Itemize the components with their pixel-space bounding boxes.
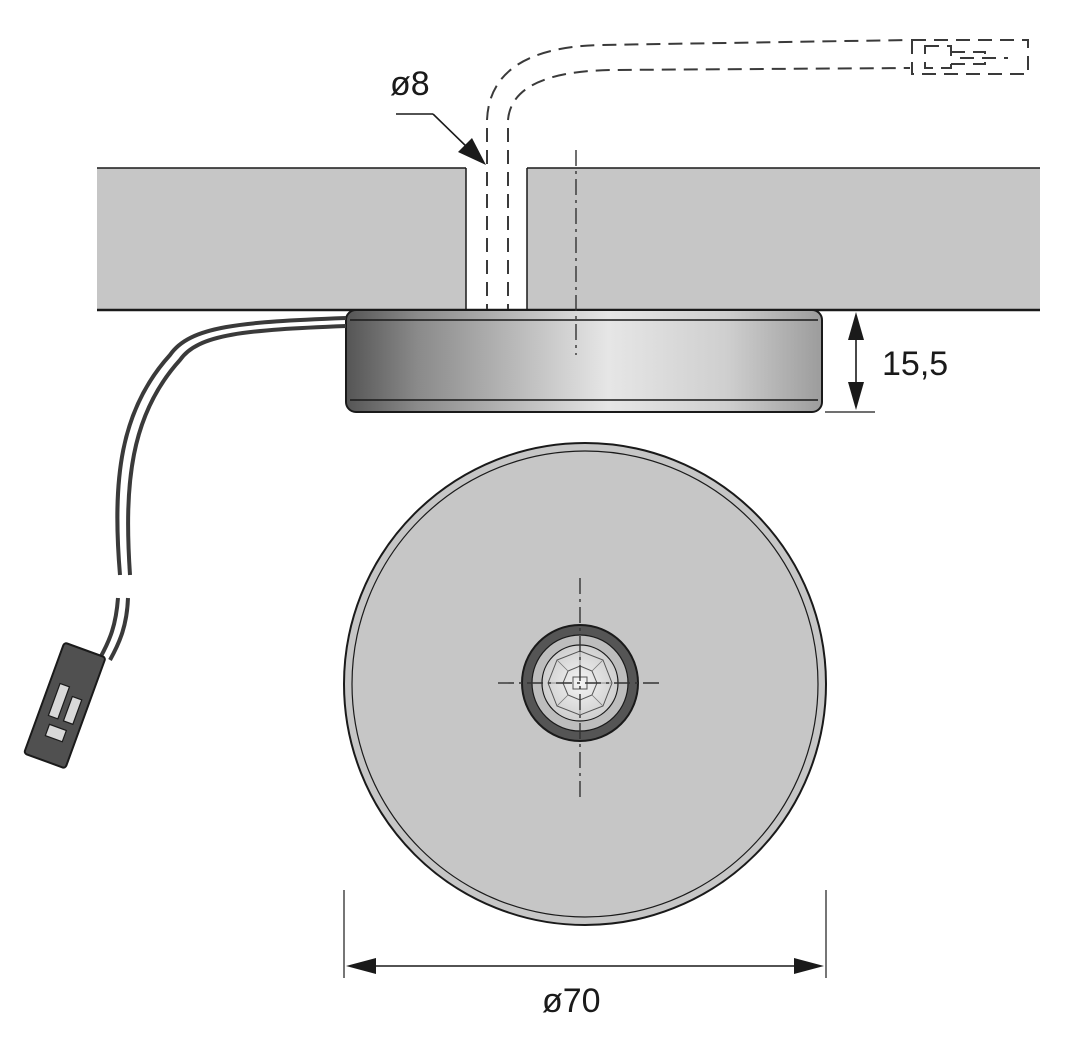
panel-right	[527, 168, 1040, 310]
hole-diameter-dimension: ø8	[390, 65, 486, 165]
hidden-cable	[486, 39, 1029, 318]
outer-diameter-dimension: ø70	[343, 890, 827, 1020]
front-inner-rim	[351, 450, 819, 918]
plug-latch	[44, 723, 68, 743]
cable-wire-lower-2	[108, 597, 130, 661]
hole-diameter-label: ø8	[390, 65, 430, 103]
cable-wire-lower-1	[98, 597, 120, 659]
height-arrow-up	[848, 312, 864, 340]
plug-body	[23, 642, 106, 769]
cable-wire-outer	[115, 316, 347, 576]
plug-contact-slot	[47, 682, 71, 720]
fixture-body	[345, 309, 823, 413]
height-dimension: 15,5	[825, 309, 948, 413]
mounting-panel	[97, 167, 1040, 312]
cable-wire-inner	[126, 324, 347, 576]
hole-leader-arrow	[458, 138, 486, 165]
height-arrow-down	[848, 382, 864, 410]
power-cable	[98, 316, 347, 661]
fixture-side-view	[345, 150, 823, 413]
hidden-connector	[911, 39, 1029, 75]
height-label: 15,5	[882, 345, 948, 383]
diameter-arrow-right	[794, 958, 824, 974]
cable-plug	[23, 642, 106, 769]
outer-diameter-label: ø70	[542, 982, 601, 1020]
panel-left	[97, 168, 466, 310]
fixture-front-view	[343, 442, 827, 926]
diameter-arrow-left	[346, 958, 376, 974]
plug-contact-slot-2	[62, 695, 83, 726]
hole-leader-diagonal	[432, 113, 471, 151]
